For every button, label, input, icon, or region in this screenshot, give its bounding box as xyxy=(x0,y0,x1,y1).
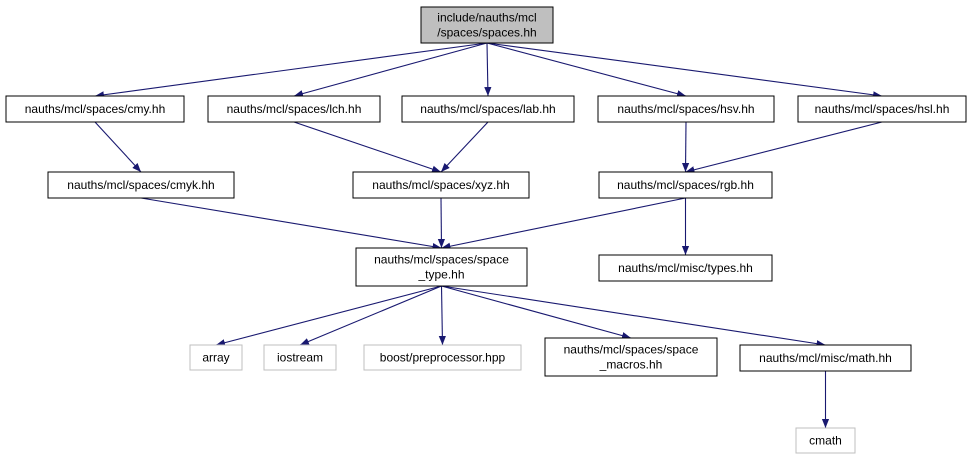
node-box xyxy=(363,344,522,371)
edge-lch-to-xyz xyxy=(293,121,442,173)
node-box xyxy=(47,171,235,199)
node-box xyxy=(795,427,856,454)
node-box xyxy=(598,254,773,282)
node-label: nauths/mcl/spaces/cmy.hh xyxy=(25,102,166,116)
node-box xyxy=(352,171,530,199)
node-label: array xyxy=(202,351,229,365)
node-types[interactable]: nauths/mcl/misc/types.hh xyxy=(598,254,773,282)
node-label: nauths/mcl/spaces/xyz.hh xyxy=(372,178,509,192)
edge-root-to-hsl xyxy=(486,42,883,99)
node-box xyxy=(263,344,337,371)
node-rgb[interactable]: nauths/mcl/spaces/rgb.hh xyxy=(598,171,773,199)
node-label: nauths/mcl/spaces/hsv.hh xyxy=(617,102,754,116)
node-label: nauths/mcl/misc/types.hh xyxy=(618,261,753,275)
node-box xyxy=(5,95,185,123)
node-array: array xyxy=(189,344,243,371)
node-label: cmath xyxy=(809,434,842,448)
node-hsl[interactable]: nauths/mcl/spaces/hsl.hh xyxy=(797,95,967,123)
edge-hsv-to-rgb xyxy=(681,121,690,173)
node-macros[interactable]: nauths/mcl/spaces/space_macros.hh xyxy=(544,337,718,377)
node-space-type[interactable]: nauths/mcl/spaces/space_type.hh xyxy=(355,247,528,287)
node-label: nauths/mcl/spaces/space xyxy=(564,343,699,357)
edge-lab-to-xyz xyxy=(440,121,489,173)
node-box xyxy=(207,95,381,123)
node-box xyxy=(189,344,243,371)
node-box xyxy=(797,95,967,123)
edge-space_type-to-math xyxy=(441,285,826,348)
edge-cmyk-to-space_type xyxy=(140,197,442,251)
node-box xyxy=(420,6,554,44)
node-box xyxy=(597,95,775,123)
edge-space_type-to-array xyxy=(215,285,442,347)
node-lch[interactable]: nauths/mcl/spaces/lch.hh xyxy=(207,95,381,123)
node-label: /spaces/spaces.hh xyxy=(437,26,536,40)
node-box xyxy=(598,171,773,199)
edge-hsl-to-rgb xyxy=(685,121,883,174)
edge-xyz-to-space_type xyxy=(437,197,446,249)
edge-root-to-lab xyxy=(484,42,492,97)
node-hsv[interactable]: nauths/mcl/spaces/hsv.hh xyxy=(597,95,775,123)
node-label: nauths/mcl/spaces/hsl.hh xyxy=(815,102,950,116)
node-boostpp: boost/preprocessor.hpp xyxy=(363,344,522,371)
node-xyz[interactable]: nauths/mcl/spaces/xyz.hh xyxy=(352,171,530,199)
node-root[interactable]: include/nauths/mcl/spaces/spaces.hh xyxy=(420,6,554,44)
node-box xyxy=(739,344,912,372)
node-cmy[interactable]: nauths/mcl/spaces/cmy.hh xyxy=(5,95,185,123)
node-label: boost/preprocessor.hpp xyxy=(380,351,506,365)
node-label: include/nauths/mcl xyxy=(437,11,536,25)
edge-rgb-to-space_type xyxy=(441,197,686,250)
edge-cmy-to-cmyk xyxy=(94,121,142,173)
node-box xyxy=(355,247,528,287)
node-label: _macros.hh xyxy=(599,358,663,372)
node-label: _type.hh xyxy=(417,268,464,282)
node-box xyxy=(544,337,718,377)
edge-space_type-to-iostream xyxy=(299,285,442,346)
node-label: iostream xyxy=(277,351,323,365)
edge-space_type-to-boostpp xyxy=(438,285,446,346)
node-label: nauths/mcl/spaces/lch.hh xyxy=(227,102,362,116)
node-cmath: cmath xyxy=(795,427,856,454)
node-iostream: iostream xyxy=(263,344,337,371)
node-math[interactable]: nauths/mcl/misc/math.hh xyxy=(739,344,912,372)
edge-root-to-cmy xyxy=(94,42,488,99)
edge-space_type-to-macros xyxy=(441,285,632,340)
node-label: nauths/mcl/spaces/cmyk.hh xyxy=(67,178,214,192)
node-cmyk[interactable]: nauths/mcl/spaces/cmyk.hh xyxy=(47,171,235,199)
node-label: nauths/mcl/misc/math.hh xyxy=(759,351,892,365)
edge-root-to-hsv xyxy=(486,42,687,98)
node-label: nauths/mcl/spaces/lab.hh xyxy=(420,102,555,116)
node-lab[interactable]: nauths/mcl/spaces/lab.hh xyxy=(401,95,575,123)
node-label: nauths/mcl/spaces/rgb.hh xyxy=(617,178,754,192)
node-box xyxy=(401,95,575,123)
edge-root-to-lch xyxy=(293,42,488,98)
node-label: nauths/mcl/spaces/space xyxy=(374,253,509,267)
